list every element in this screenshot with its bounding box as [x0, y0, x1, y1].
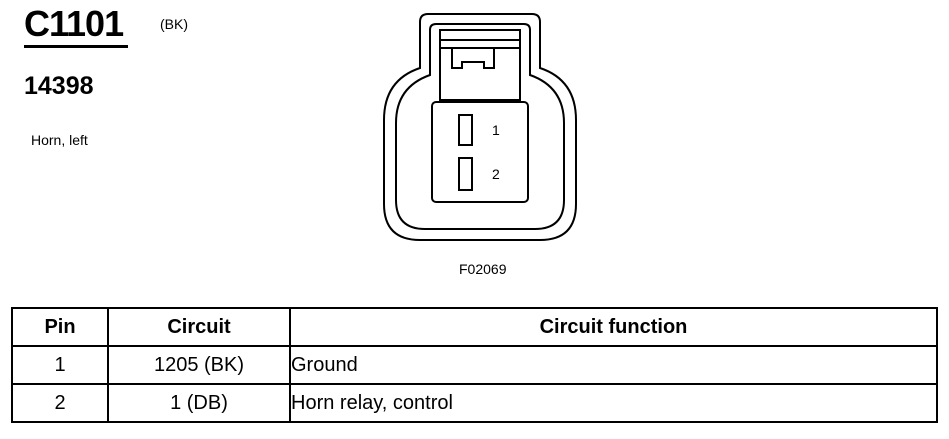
figure-id: F02069: [459, 261, 507, 277]
table-row: 2 1 (DB) Horn relay, control: [11, 383, 938, 423]
table-row: 1 1205 (BK) Ground: [11, 345, 938, 385]
connector-description: Horn, left: [31, 132, 88, 148]
header-circuit-function: Circuit function: [289, 307, 938, 347]
connector-outer-shell: [383, 13, 577, 241]
cavity-block: [431, 101, 529, 203]
pin-cell: 2: [11, 383, 109, 423]
pin-label-2: 2: [492, 166, 500, 182]
header-pin: Pin: [11, 307, 109, 347]
table-header-row: Pin Circuit Circuit function: [11, 307, 938, 347]
connector-face-diagram: 1 2: [383, 13, 577, 241]
terminal-2: [458, 157, 473, 191]
circuit-cell: 1 (DB): [107, 383, 291, 423]
circuit-function-cell: Ground: [289, 345, 938, 385]
part-number: 14398: [24, 72, 94, 100]
title-underline: [24, 45, 128, 48]
locking-tab: [439, 29, 521, 101]
pin-label-1: 1: [492, 122, 500, 138]
terminal-1: [458, 114, 473, 146]
circuit-cell: 1205 (BK): [107, 345, 291, 385]
connector-color: (BK): [160, 16, 188, 32]
pin-cell: 1: [11, 345, 109, 385]
pinout-table: Pin Circuit Circuit function 1 1205 (BK)…: [11, 307, 938, 423]
connector-id: C1101: [24, 3, 124, 44]
circuit-function-cell: Horn relay, control: [289, 383, 938, 423]
connector-inner-shell: [395, 23, 565, 230]
header-circuit: Circuit: [107, 307, 291, 347]
